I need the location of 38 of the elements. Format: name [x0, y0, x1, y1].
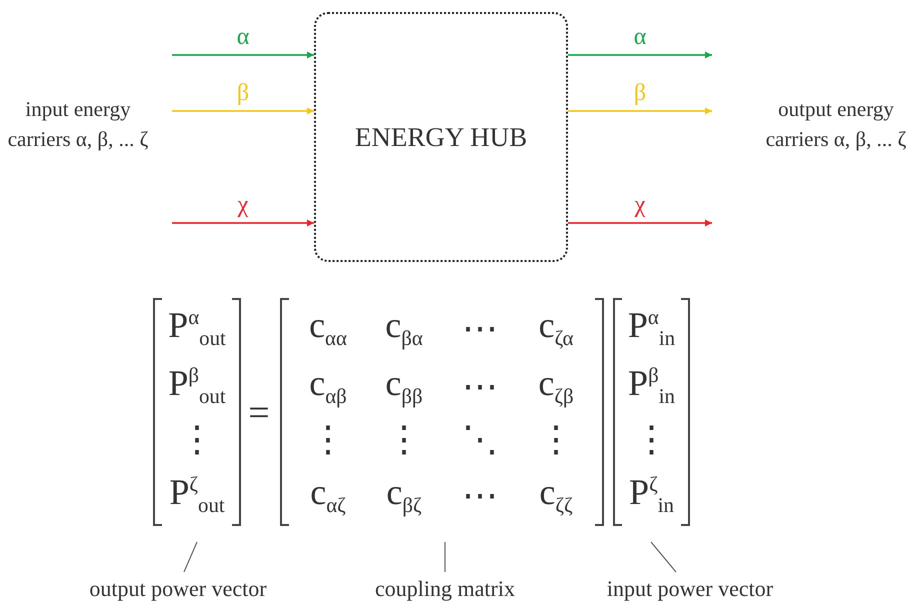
matrix-entry: ⋯: [462, 368, 498, 404]
column-vector: [613, 298, 690, 526]
coupling-matrix: [280, 298, 604, 526]
arrow: [568, 52, 712, 58]
matrix-entry: c$_{ζα}$: [538, 306, 574, 350]
arrow: [172, 108, 314, 114]
column-vector: [153, 298, 241, 526]
matrix-entry: c$_{ββ}$: [385, 364, 423, 408]
equals-sign: =: [247, 391, 271, 436]
matrix-entry: ⋮: [634, 421, 670, 457]
leader-line: [650, 542, 676, 572]
caption-text: input power vector: [578, 576, 802, 606]
matrix-entry: c$_{αζ}$: [310, 474, 346, 516]
leader-line: [444, 542, 446, 572]
matrix-entry: ⋮: [538, 421, 574, 457]
annotation-text: output energy carriers α, β, ... ζ: [764, 96, 908, 154]
arrow: [172, 220, 314, 226]
hub-title: ENERGY HUB: [354, 122, 528, 152]
matrix-entry: c$_{ζζ}$: [539, 474, 573, 516]
matrix-entry: ⋱: [462, 421, 498, 457]
matrix-entry: ⋯: [462, 477, 498, 513]
matrix-entry: ⋮: [179, 421, 215, 457]
caption-text: coupling matrix: [345, 576, 545, 606]
matrix-entry: ⋮: [386, 421, 422, 457]
arrow: [568, 108, 712, 114]
arrow: [568, 220, 712, 226]
matrix-entry: c$_{αβ}$: [309, 364, 347, 408]
matrix-entry: c$_{βζ}$: [386, 474, 422, 516]
caption-text: output power vector: [50, 576, 306, 606]
matrix-entry: ⋮: [310, 421, 346, 457]
matrix-entry: ⋯: [462, 310, 498, 346]
annotation-text: input energy carriers α, β, ... ζ: [6, 96, 150, 154]
matrix-entry: c$_{βα}$: [385, 306, 423, 350]
matrix-entry: c$_{αα}$: [309, 306, 347, 350]
hub-box: [314, 12, 568, 262]
matrix-entry: c$_{ζβ}$: [538, 364, 574, 408]
leader-line: [184, 542, 198, 572]
arrow: [172, 52, 314, 58]
